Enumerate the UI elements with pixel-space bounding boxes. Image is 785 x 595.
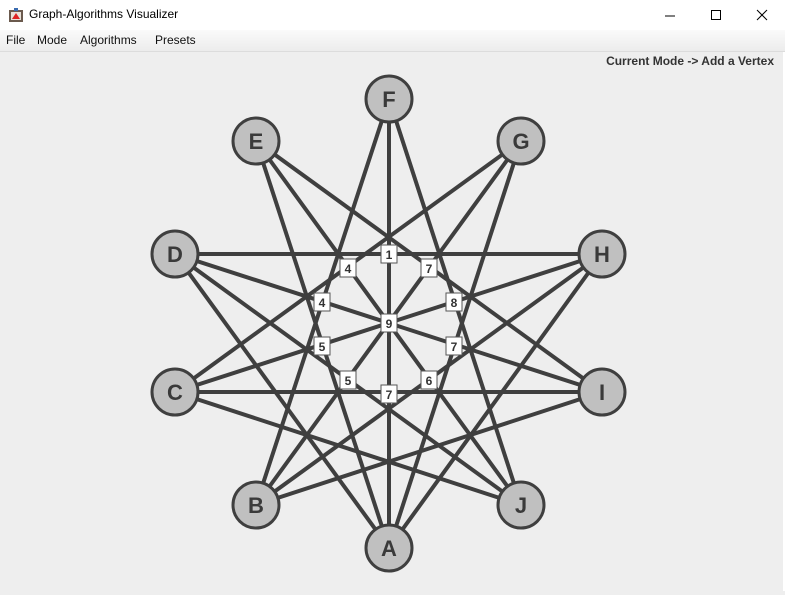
window-title: Graph-Algorithms Visualizer bbox=[29, 7, 179, 21]
vertex-E[interactable]: E bbox=[231, 116, 281, 166]
vertex-label: C bbox=[167, 380, 183, 405]
menu-algorithms[interactable]: Algorithms bbox=[80, 33, 137, 47]
vertex-B[interactable]: B bbox=[231, 480, 281, 530]
edge-A-H[interactable] bbox=[387, 252, 604, 550]
maximize-button[interactable] bbox=[693, 0, 739, 30]
edge-weight-text: 9 bbox=[386, 317, 393, 331]
minimize-button[interactable] bbox=[647, 0, 693, 30]
edge-A-D[interactable] bbox=[173, 252, 391, 550]
menu-mode[interactable]: Mode bbox=[37, 33, 68, 47]
close-icon bbox=[756, 9, 768, 21]
canvas-border bbox=[783, 52, 785, 591]
current-mode-label: Current Mode -> Add a Vertex bbox=[606, 54, 774, 68]
edge-weight-label: 8 bbox=[445, 292, 463, 312]
menu-file[interactable]: File bbox=[6, 33, 26, 47]
vertex-C[interactable]: C bbox=[150, 367, 200, 417]
vertex-J[interactable]: J bbox=[496, 480, 546, 530]
edge-weight-text: 1 bbox=[386, 248, 393, 262]
vertex-D[interactable]: D bbox=[150, 229, 200, 279]
edge-weight-label: 4 bbox=[339, 258, 357, 278]
edge-weight-label: 9 bbox=[380, 313, 398, 333]
edge-weight-text: 6 bbox=[426, 374, 433, 388]
edge-weight-text: 4 bbox=[345, 262, 352, 276]
edge-B-I[interactable] bbox=[255, 390, 603, 507]
edge-weight-label: 7 bbox=[445, 336, 463, 356]
edge-weight-label: 6 bbox=[420, 370, 438, 390]
vertex-F[interactable]: F bbox=[364, 74, 414, 124]
vertex-H[interactable]: H bbox=[577, 229, 627, 279]
vertex-label: I bbox=[599, 380, 605, 405]
vertex-G[interactable]: G bbox=[496, 116, 546, 166]
vertex-I[interactable]: I bbox=[577, 367, 627, 417]
vertex-A[interactable]: A bbox=[364, 523, 414, 573]
edge-weight-text: 7 bbox=[451, 340, 458, 354]
edge-weight-label: 5 bbox=[313, 336, 331, 356]
edge-weight-text: 5 bbox=[319, 340, 326, 354]
edge-weight-label: 4 bbox=[313, 292, 331, 312]
edge-weight-text: 8 bbox=[451, 296, 458, 310]
edge-weight-label: 1 bbox=[380, 244, 398, 264]
graph-canvas[interactable]: 1 4 7 4 8 9 5 7 5 6 7 A B C D E F G H I J bbox=[0, 52, 783, 591]
app-icon bbox=[9, 8, 23, 22]
close-button[interactable] bbox=[739, 0, 785, 30]
title-bar: Graph-Algorithms Visualizer bbox=[0, 0, 785, 30]
vertex-label: B bbox=[248, 493, 264, 518]
edge-weight-text: 4 bbox=[319, 296, 326, 310]
edge-C-J[interactable] bbox=[174, 390, 522, 507]
vertex-label: G bbox=[512, 129, 529, 154]
vertex-label: H bbox=[594, 242, 610, 267]
menu-bar: File Mode Algorithms Presets bbox=[0, 30, 785, 52]
edge-weight-text: 5 bbox=[345, 374, 352, 388]
menu-presets[interactable]: Presets bbox=[155, 33, 196, 47]
vertex-label: A bbox=[381, 536, 397, 561]
edge-weight-text: 7 bbox=[426, 262, 433, 276]
minimize-icon bbox=[665, 15, 675, 17]
vertex-label: D bbox=[167, 242, 183, 267]
graph-drawing[interactable]: 1 4 7 4 8 9 5 7 5 6 7 A B C D E F G H I J bbox=[0, 52, 783, 591]
edge-weight-text: 7 bbox=[386, 388, 393, 402]
edge-weight-label: 7 bbox=[380, 384, 398, 404]
maximize-icon bbox=[711, 10, 721, 20]
vertex-label: J bbox=[515, 493, 527, 518]
vertex-label: E bbox=[249, 129, 264, 154]
edge-weight-label: 5 bbox=[339, 370, 357, 390]
edge-weight-label: 7 bbox=[420, 258, 438, 278]
vertex-label: F bbox=[382, 87, 395, 112]
